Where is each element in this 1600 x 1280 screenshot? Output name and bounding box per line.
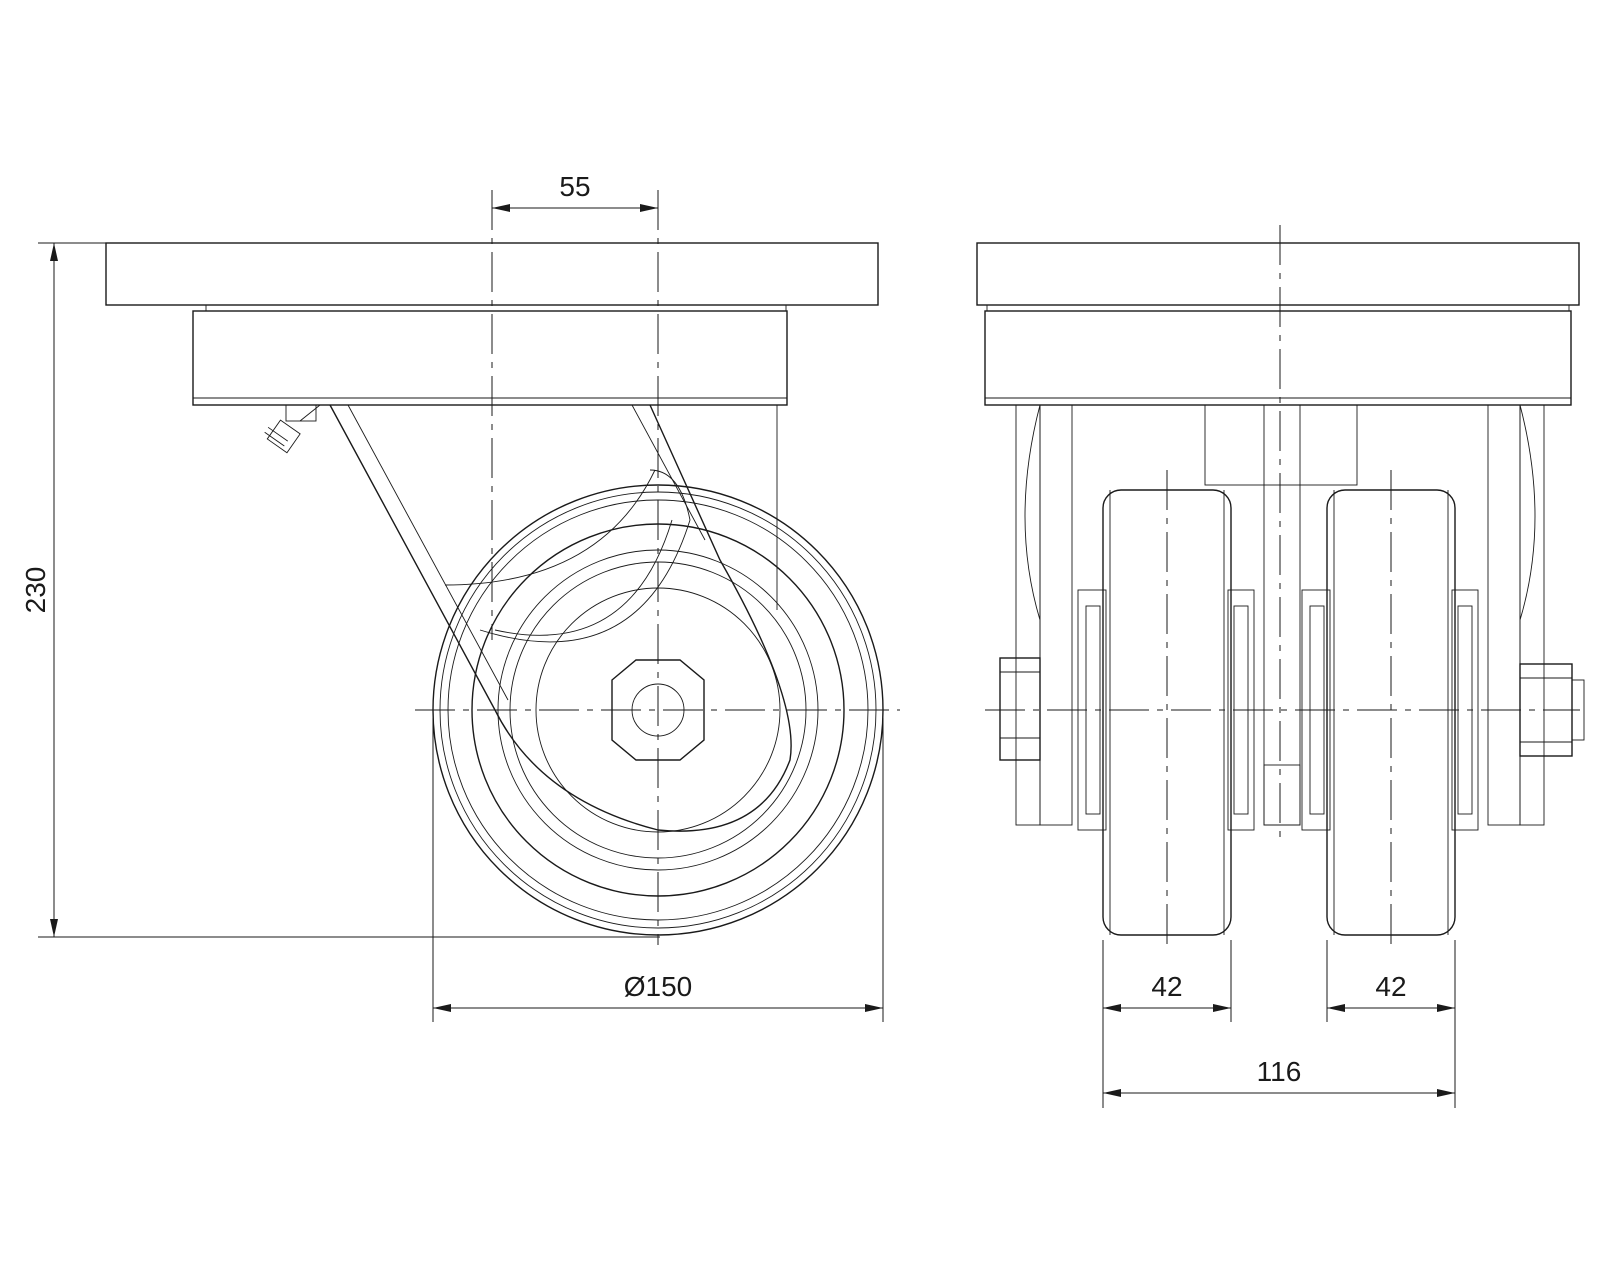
grease-nipple-icon <box>264 404 321 454</box>
dim-total-height-label: 230 <box>20 567 51 614</box>
dim-wheel-diameter: Ø150 <box>432 718 884 1022</box>
front-swivel-ring <box>984 310 1572 406</box>
front-top-plate <box>976 242 1580 306</box>
dim-wheel-width-left-label: 42 <box>1151 971 1182 1002</box>
side-fork <box>329 404 792 832</box>
dim-offset-label: 55 <box>559 171 590 202</box>
dim-wheel-width-right: 42 <box>1326 940 1456 1108</box>
dim-overall-width-label: 116 <box>1257 1056 1302 1087</box>
front-wheel-left <box>1077 489 1255 936</box>
front-fork-leg-right <box>1487 404 1545 826</box>
axle-bolt-head-icon <box>999 657 1041 761</box>
front-fork-leg-left <box>1015 404 1073 826</box>
front-wheel-right <box>1301 489 1479 936</box>
dim-offset: 55 <box>492 171 658 212</box>
side-view <box>105 190 900 945</box>
dim-overall-width: 116 <box>1103 1056 1455 1097</box>
front-view <box>976 225 1585 945</box>
dim-wheel-diameter-label: Ø150 <box>624 971 693 1002</box>
dim-total-height: 230 <box>20 242 660 938</box>
dim-wheel-width-right-label: 42 <box>1375 971 1406 1002</box>
dim-wheel-width-left: 42 <box>1102 940 1232 1108</box>
side-swivel-ring <box>192 310 788 406</box>
